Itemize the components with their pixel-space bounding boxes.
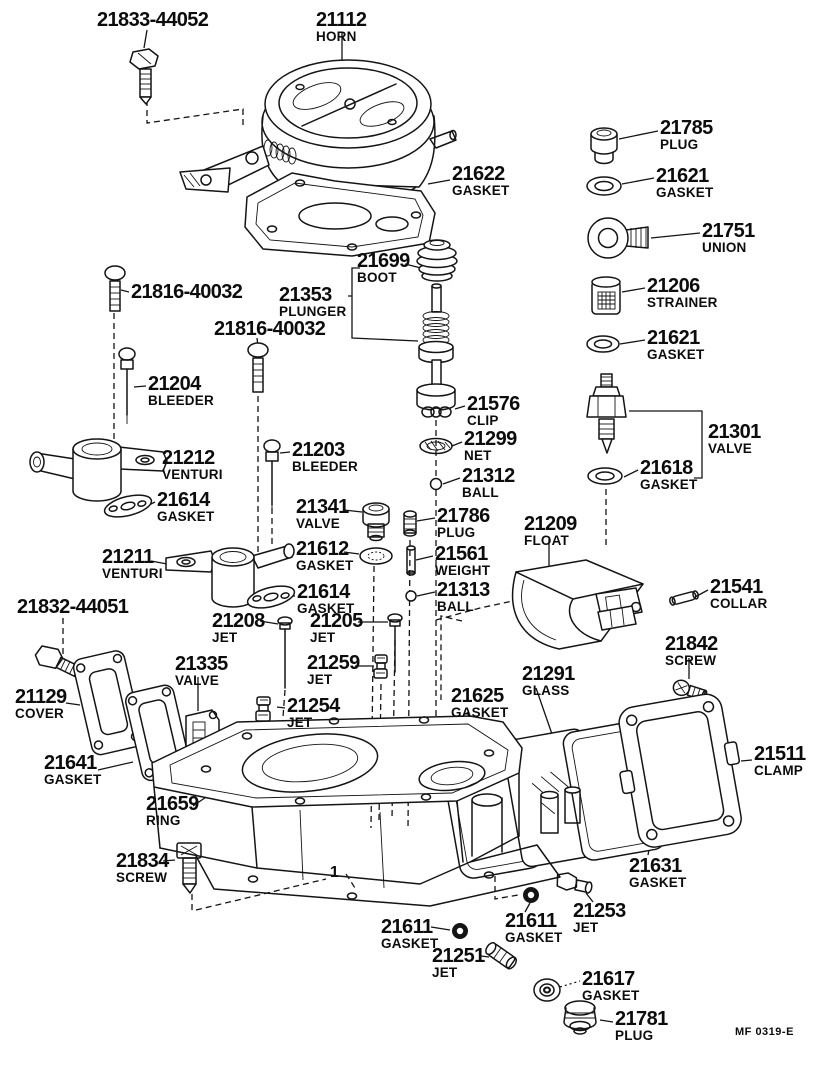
gasket-21617-drawing bbox=[533, 978, 561, 1002]
strainer-21206-drawing bbox=[591, 276, 621, 315]
plug-21785-drawing bbox=[590, 127, 618, 165]
bleeder-21203-drawing bbox=[263, 439, 281, 512]
weight-21561-drawing bbox=[406, 545, 416, 576]
venturi-21212-drawing bbox=[29, 438, 168, 502]
plug-21786-drawing bbox=[403, 510, 417, 537]
venturi-21211-drawing bbox=[165, 543, 295, 608]
jet-21253-drawing bbox=[556, 872, 593, 894]
bolt-21816-right-drawing bbox=[247, 342, 269, 393]
needle-valve-21301-drawing bbox=[586, 373, 627, 454]
collar-21541-drawing bbox=[669, 590, 699, 606]
boot-21699-drawing bbox=[416, 239, 458, 282]
gasket-21621-upper-drawing bbox=[586, 176, 622, 196]
gasket-21614-upper-drawing bbox=[103, 494, 153, 518]
ball-21312-drawing bbox=[429, 477, 443, 491]
gasket-21622-drawing bbox=[244, 172, 436, 257]
carburetor-body-drawing bbox=[151, 715, 581, 907]
gasket-21611-right-drawing bbox=[523, 887, 539, 903]
power-valve-21341-drawing bbox=[362, 502, 390, 542]
jet-21254-drawing bbox=[255, 696, 271, 722]
jet-21251-drawing bbox=[485, 942, 518, 970]
gasket-21612-drawing bbox=[359, 547, 393, 565]
bleeder-21204-drawing bbox=[118, 347, 136, 424]
screw-21834-drawing bbox=[176, 842, 202, 894]
bolt-21816-left-drawing bbox=[104, 265, 126, 312]
cover-21129-drawing bbox=[72, 650, 144, 756]
net-21299-drawing bbox=[419, 437, 453, 455]
gasket-21621-lower-drawing bbox=[586, 335, 620, 353]
plug-21781-drawing bbox=[563, 1000, 597, 1035]
figure-code: MF 0319-E bbox=[735, 1026, 794, 1038]
gasket-21614-lower-drawing bbox=[246, 585, 296, 609]
union-21751-drawing bbox=[587, 217, 649, 259]
jet-21259-drawing bbox=[373, 654, 388, 679]
body-callout-1: 1 bbox=[330, 864, 339, 881]
label-21816-40032-right: 21816-40032 bbox=[214, 318, 326, 340]
plunger-21353-drawing bbox=[416, 283, 456, 418]
label-21833-44052: 21833-44052 bbox=[97, 9, 209, 31]
gasket-21618-drawing bbox=[587, 467, 623, 485]
bolt-21833-drawing bbox=[129, 48, 159, 105]
air-horn-drawing bbox=[179, 59, 457, 203]
label-21832-44051: 21832-44051 bbox=[17, 596, 129, 618]
label-21816-40032-left: 21816-40032 bbox=[131, 281, 243, 303]
jet-21208-drawing bbox=[277, 616, 293, 689]
clamp-21511-drawing bbox=[618, 693, 742, 848]
gasket-21611-left-drawing bbox=[452, 923, 468, 939]
choke-spring bbox=[263, 139, 297, 165]
jet-21205-drawing bbox=[387, 613, 403, 673]
clip-21576-drawing bbox=[421, 406, 452, 418]
float-21209-drawing bbox=[511, 559, 644, 650]
ball-21313-drawing bbox=[405, 590, 417, 602]
